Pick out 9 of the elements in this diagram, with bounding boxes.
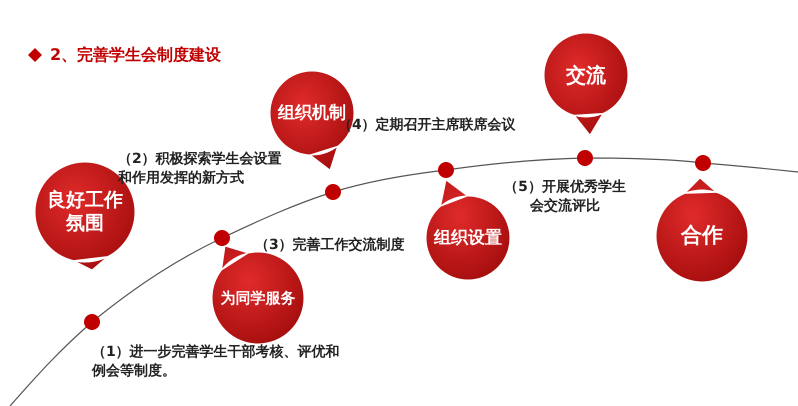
bubble-text: 合作 — [681, 223, 723, 249]
bubble-text: 交流 — [566, 63, 606, 87]
note-text: （5）开展优秀学生会交流评比 — [503, 178, 627, 216]
note-text: （1）进一步完善学生干部考核、评优和例会等制度。 — [92, 343, 341, 381]
bubble-text: 组织设置 — [434, 228, 502, 248]
note-text: （3）完善工作交流制度 — [255, 236, 406, 255]
title-text: 2、完善学生会制度建设 — [50, 45, 222, 66]
bubble-text: 良好工作氛围 — [46, 189, 124, 235]
bubble-text: 为同学服务 — [220, 289, 296, 307]
